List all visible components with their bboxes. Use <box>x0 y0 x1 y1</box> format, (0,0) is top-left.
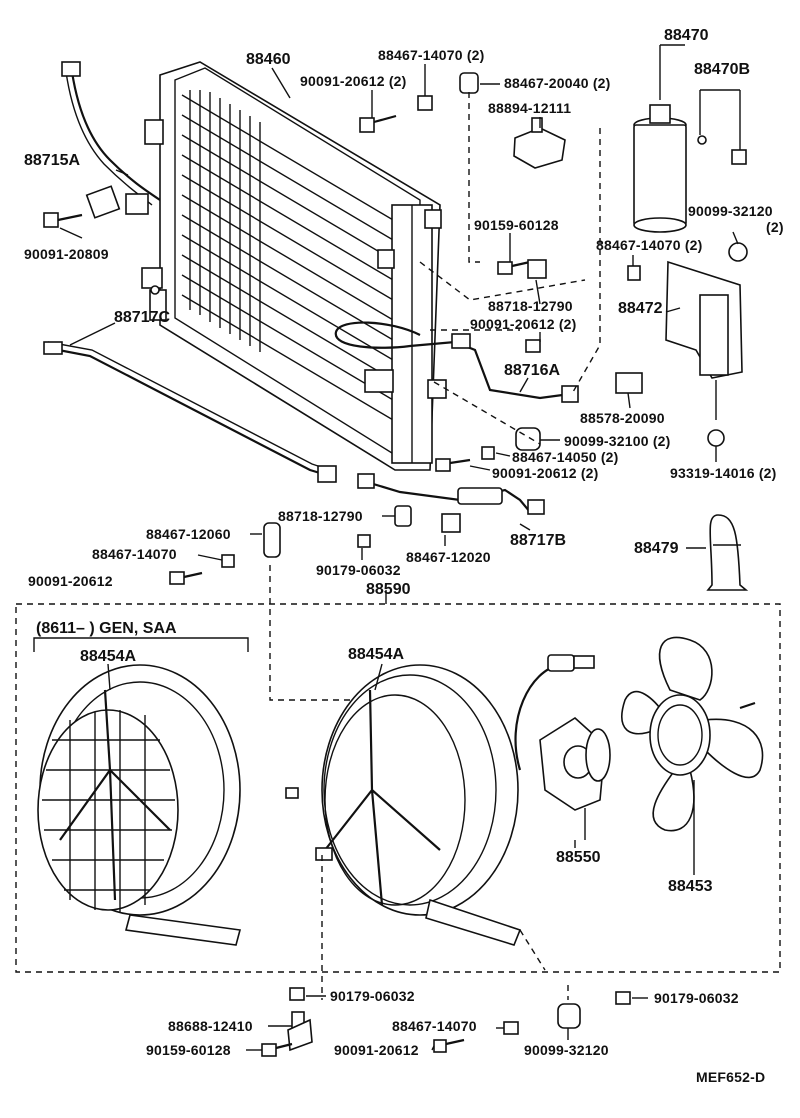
boot-88479 <box>706 514 749 591</box>
leader-lines-upper <box>269 92 601 701</box>
label-88467-12060: 88467-12060 <box>146 526 231 542</box>
pipe-88717C <box>43 341 337 483</box>
label-88717C: 88717C <box>114 309 170 326</box>
part-labels: 88460 88470 88470B 88715A 90091-20809 88… <box>24 27 784 1085</box>
label-90099-32100-2: 90099-32100 (2) <box>564 433 671 449</box>
label-88467-14070-bottom: 88467-14070 <box>392 1018 477 1034</box>
label-88467-14070-2-mid: 88467-14070 (2) <box>596 237 703 253</box>
label-88718-12790-top: 88718-12790 <box>488 298 573 314</box>
pressure-switch-88894 <box>513 117 566 169</box>
label-90179-06032-c: 90179-06032 <box>654 990 739 1006</box>
label-88716A: 88716A <box>504 362 560 379</box>
label-88550: 88550 <box>556 849 601 866</box>
section-note: (8611– ) GEN, SAA <box>36 620 177 637</box>
label-90091-20612-bottom: 90091-20612 <box>334 1042 419 1058</box>
label-90091-20809: 90091-20809 <box>24 246 109 262</box>
label-90159-60128-bottom: 90159-60128 <box>146 1042 231 1058</box>
label-90179-06032-a: 90179-06032 <box>316 562 401 578</box>
label-90091-20612-2-low: 90091-20612 (2) <box>492 465 599 481</box>
label-leaders <box>59 64 739 1051</box>
label-88470: 88470 <box>664 27 709 44</box>
label-88467-14070-left: 88467-14070 <box>92 546 177 562</box>
label-88578-20090: 88578-20090 <box>580 410 665 426</box>
label-88467-14050-2: 88467-14050 (2) <box>512 449 619 465</box>
label-90179-06032-b: 90179-06032 <box>330 988 415 1004</box>
hardware-bottom <box>261 855 648 1057</box>
label-88718-12790-low: 88718-12790 <box>278 508 363 524</box>
pipe-88717B <box>357 473 545 515</box>
bracket-88472 <box>627 242 748 420</box>
label-90099-32120-2-qty: (2) <box>766 219 784 235</box>
label-88479: 88479 <box>634 540 679 557</box>
fan-shroud-left <box>37 664 242 946</box>
label-88453: 88453 <box>668 878 713 895</box>
label-90091-20612-left: 90091-20612 <box>28 573 113 589</box>
parts-88470B <box>697 89 747 165</box>
label-88467-14070-2-top: 88467-14070 (2) <box>378 47 485 63</box>
receiver-88470 <box>633 44 687 233</box>
label-88472: 88472 <box>618 300 663 317</box>
pipe-88715A <box>61 61 161 219</box>
part-93319 <box>707 429 725 447</box>
fan-motor-88550 <box>514 654 611 840</box>
label-88460: 88460 <box>246 51 291 68</box>
label-88715A: 88715A <box>24 152 80 169</box>
bolt-90091-20809 <box>43 212 83 228</box>
label-90099-32120-2: 90099-32120 <box>688 203 773 219</box>
label-88688-12410: 88688-12410 <box>168 1018 253 1034</box>
pipe-88716A <box>334 321 579 403</box>
group-box-88590 <box>15 590 781 973</box>
label-88454A-left: 88454A <box>80 648 136 665</box>
label-90099-32120-bottom: 90099-32120 <box>524 1042 609 1058</box>
label-88467-20040-2: 88467-20040 (2) <box>504 75 611 91</box>
label-88470B: 88470B <box>694 61 750 78</box>
label-93319-14016-2: 93319-14016 (2) <box>670 465 777 481</box>
label-88717B: 88717B <box>510 532 566 549</box>
label-88894-12111: 88894-12111 <box>488 100 571 116</box>
condenser-88460 <box>141 61 447 471</box>
diagram-code: MEF652-D <box>696 1069 765 1085</box>
label-90091-20612-2-mid: 90091-20612 (2) <box>470 316 577 332</box>
label-88467-12020: 88467-12020 <box>406 549 491 565</box>
part-88578 <box>615 372 643 394</box>
fan-blade-88453 <box>621 636 764 875</box>
label-88590: 88590 <box>366 581 411 598</box>
label-90091-20612-2-top: 90091-20612 (2) <box>300 73 407 89</box>
label-88454A-right: 88454A <box>348 646 404 663</box>
label-90159-60128-top: 90159-60128 <box>474 217 559 233</box>
fan-shroud-right <box>285 664 522 946</box>
